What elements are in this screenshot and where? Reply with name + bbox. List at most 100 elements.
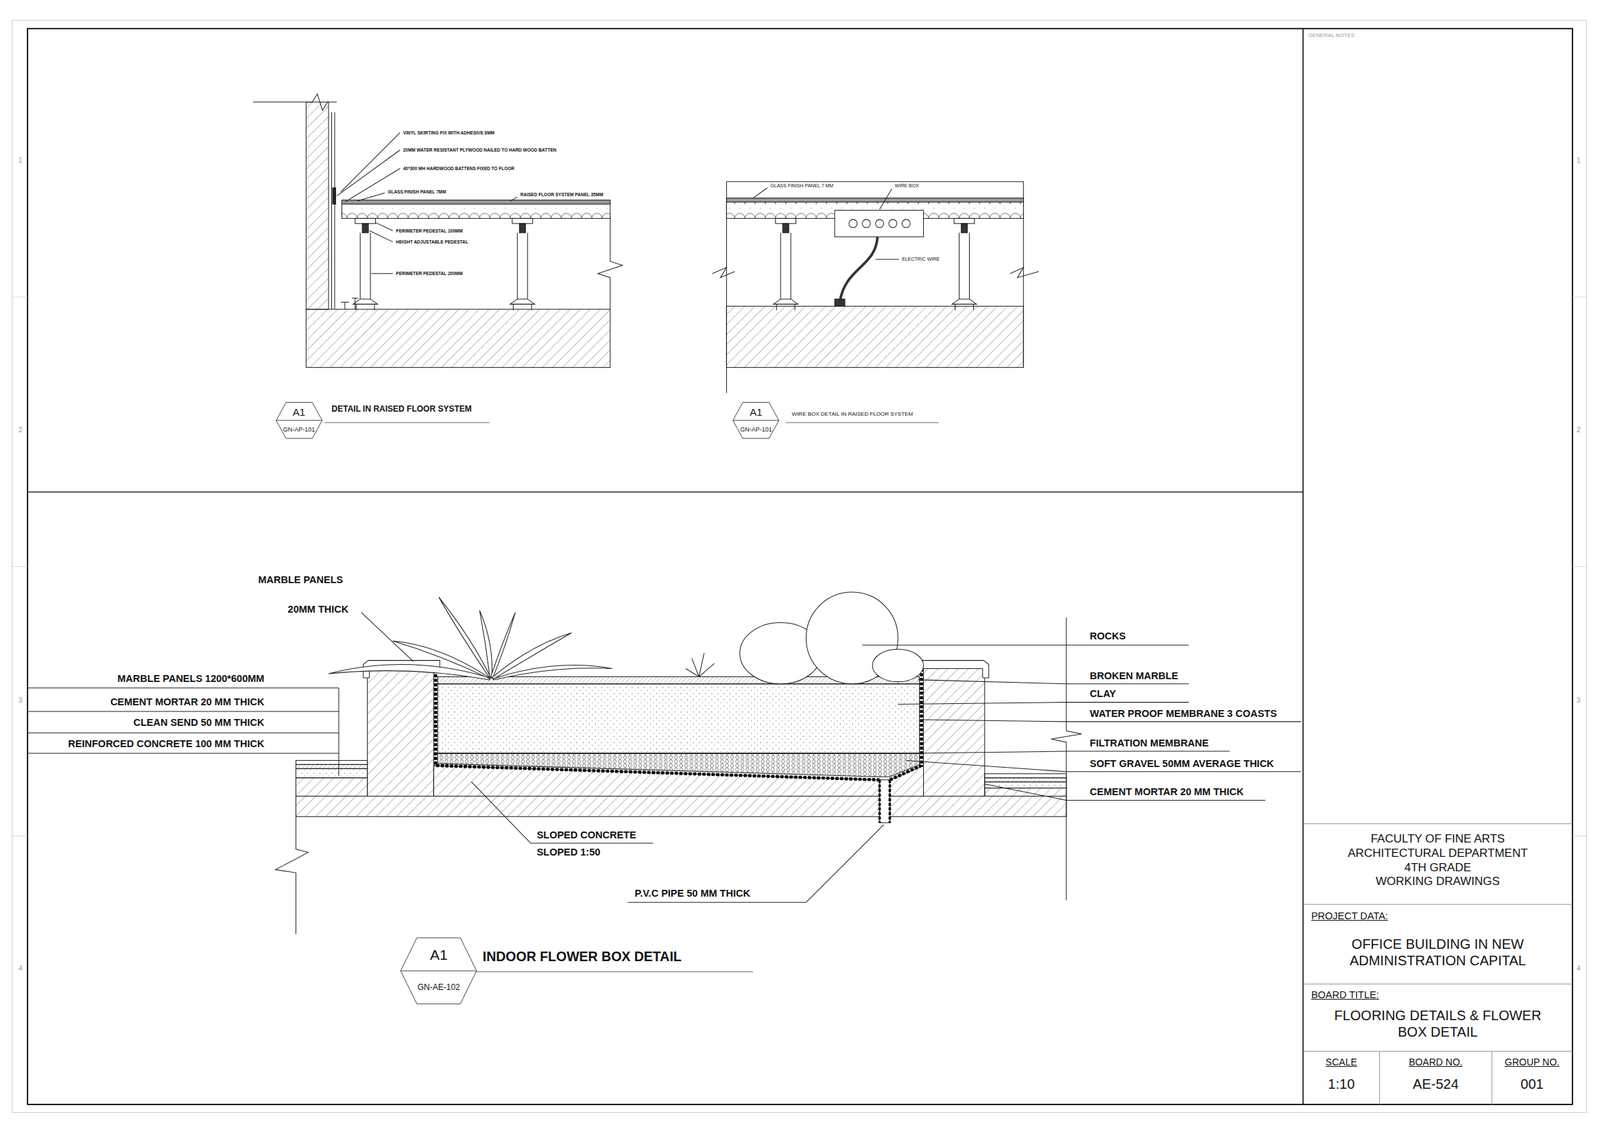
sheet-frame-part bbox=[12, 565, 28, 567]
wire-box-detail-part bbox=[849, 219, 858, 228]
tag-text: GN-AP-101 bbox=[739, 425, 773, 434]
callout-label: RAISED FLOOR SYSTEM PANEL 35MM bbox=[520, 192, 604, 197]
title-block-text: BOARD TITLE: bbox=[1311, 988, 1380, 1001]
grid-number: 1 bbox=[18, 156, 23, 165]
wire-box-detail-part bbox=[834, 299, 845, 306]
raised-floor-detail-part bbox=[353, 218, 378, 310]
flower-box-detail-part bbox=[295, 768, 367, 778]
flower-box-detail-part bbox=[338, 687, 339, 776]
sheet-frame-part bbox=[1302, 28, 1304, 1105]
title-block-text: WORKING DRAWINGS bbox=[1375, 874, 1500, 889]
flower-box-detail-part bbox=[295, 763, 367, 769]
flower-box-detail-part bbox=[474, 971, 754, 972]
callout-label: PERIMETER PEDESTAL 200MM bbox=[395, 270, 463, 276]
hexagon-shape bbox=[733, 402, 780, 439]
flower-box-detail-part bbox=[438, 596, 492, 678]
title-block-text: 1:10 bbox=[1327, 1075, 1355, 1092]
callout-label: GLASS FINISH PANEL 7 MM bbox=[770, 183, 834, 189]
callout-label: ELECTRIC WIRE bbox=[901, 256, 940, 262]
sheet-frame-part bbox=[27, 28, 1573, 1105]
wire-box-detail bbox=[712, 181, 1040, 423]
flower-box-detail-part bbox=[897, 702, 1189, 705]
raised-floor-detail-part bbox=[324, 421, 490, 423]
sheet-frame-part bbox=[1379, 1050, 1380, 1104]
wire-box-detail-part bbox=[888, 219, 898, 228]
raised-floor-detail-part bbox=[340, 132, 400, 192]
flower-box-detail-part bbox=[984, 781, 1067, 788]
sheet-frame-part bbox=[1572, 835, 1587, 837]
title-block-text: FACULTY OF FINE ARTS bbox=[1370, 831, 1506, 846]
title-block-text: AE-524 bbox=[1412, 1075, 1459, 1092]
flower-box-detail-part bbox=[435, 669, 922, 780]
grid-number: 1 bbox=[1576, 156, 1581, 165]
callout-label: 20MM WATER RESISTANT PLYWOOD NAILED TO H… bbox=[403, 147, 557, 153]
sheet-frame-part bbox=[1491, 1050, 1493, 1104]
raised-floor-detail-part bbox=[598, 216, 623, 309]
title-block-text: OFFICE BUILDING IN NEW ADMINISTRATION CA… bbox=[1320, 935, 1555, 969]
title-block-cell: GROUP NO.001 bbox=[1491, 1051, 1573, 1105]
raised-floor-detail-part bbox=[344, 168, 400, 202]
flower-box-detail-part bbox=[805, 824, 884, 902]
wire-box-detail-part bbox=[726, 181, 1024, 182]
callout-label: SLOPED 1:50 bbox=[536, 846, 601, 858]
callout-label: 20MM THICK bbox=[288, 603, 350, 616]
sheet-frame-part bbox=[1303, 903, 1573, 905]
grid-number: 2 bbox=[18, 425, 23, 435]
hexagon-shape bbox=[275, 402, 322, 439]
title-block-text: BOARD NO. bbox=[1408, 1056, 1463, 1068]
wire-box-detail-part bbox=[840, 236, 878, 302]
tag-text: A1 bbox=[749, 406, 762, 419]
wire-box-detail-part bbox=[726, 198, 1024, 203]
sheet-frame-part bbox=[27, 491, 1304, 493]
hexagon-divider bbox=[400, 969, 477, 971]
callout-label: CLEAN SEND 50 MM THICK bbox=[133, 716, 265, 729]
flower-box-detail-part bbox=[921, 719, 1301, 722]
sheet-frame-part bbox=[12, 296, 28, 297]
title-block-text: ARCHITECTURAL DEPARTMENT bbox=[1347, 846, 1528, 861]
callout-label: CLAY bbox=[1089, 687, 1116, 700]
flower-box-detail-part bbox=[437, 683, 919, 754]
flower-box-detail-part bbox=[913, 750, 1230, 754]
detail-tag: A1GN-AE-102 bbox=[399, 936, 478, 1005]
detail-tag: A1GN-AP-101 bbox=[275, 401, 323, 439]
wire-box-detail-part bbox=[726, 305, 1024, 367]
sheet-frame-part bbox=[1572, 296, 1587, 297]
sheet-frame bbox=[12, 20, 1587, 1113]
raised-floor-detail-part bbox=[305, 102, 329, 310]
flower-box-detail-part bbox=[479, 610, 492, 678]
grid-number: 3 bbox=[1576, 696, 1581, 705]
hexagon-divider bbox=[275, 420, 322, 422]
flower-box-detail-part bbox=[627, 901, 806, 903]
hexagon-shape bbox=[400, 937, 477, 1004]
callout-label: GLASS FINISH PANEL 7MM bbox=[387, 189, 446, 195]
flower-box-detail-part bbox=[879, 779, 891, 823]
callout-label: BROKEN MARBLE bbox=[1089, 670, 1179, 682]
raised-floor-detail-part bbox=[510, 196, 518, 201]
tag-text: A1 bbox=[430, 945, 448, 963]
wire-box-detail-part bbox=[875, 219, 885, 228]
callout-label: SLOPED CONCRETE bbox=[536, 829, 637, 841]
flower-box-detail-part bbox=[27, 710, 339, 712]
raised-floor-detail-part bbox=[332, 187, 336, 205]
flower-box-detail-part bbox=[295, 777, 367, 797]
sheet-frame-part bbox=[1303, 983, 1573, 985]
wire-box-detail-part bbox=[712, 267, 736, 278]
flower-box-detail-part bbox=[872, 648, 924, 682]
title-block-text: SCALE bbox=[1325, 1056, 1358, 1068]
callout-label: CEMENT MORTAR 20 MM THICK bbox=[110, 696, 265, 708]
callout-label: FILTRATION MEMBRANE bbox=[1089, 737, 1209, 749]
callout-label: REINFORCED CONCRETE 100 MM THICK bbox=[67, 737, 265, 750]
callout-label: HEIGHT ADJUSTABLE PEDESTAL bbox=[395, 239, 468, 245]
tag-text: A1 bbox=[292, 406, 306, 419]
callout-label: WATER PROOF MEMBRANE 3 COASTS bbox=[1089, 707, 1277, 720]
detail-title: WIRE BOX DETAIL IN RAISED FLOOR SYSTEM bbox=[792, 410, 913, 417]
callout-label: ROCKS bbox=[1089, 630, 1126, 642]
sheet-frame-part bbox=[1303, 1050, 1573, 1052]
sheet-frame-part bbox=[12, 20, 1587, 1113]
callout-label: 40*300 MH HARDWOOD BATTENS FIXED TO FLOO… bbox=[403, 165, 515, 171]
title-block-cell: SCALE 1:10 bbox=[1303, 1051, 1380, 1105]
hexagon-divider bbox=[733, 420, 780, 422]
title-block-cell: BOARD NO. AE-524 bbox=[1379, 1051, 1493, 1105]
raised-floor-detail bbox=[253, 93, 623, 423]
grid-number: 3 bbox=[18, 696, 23, 705]
